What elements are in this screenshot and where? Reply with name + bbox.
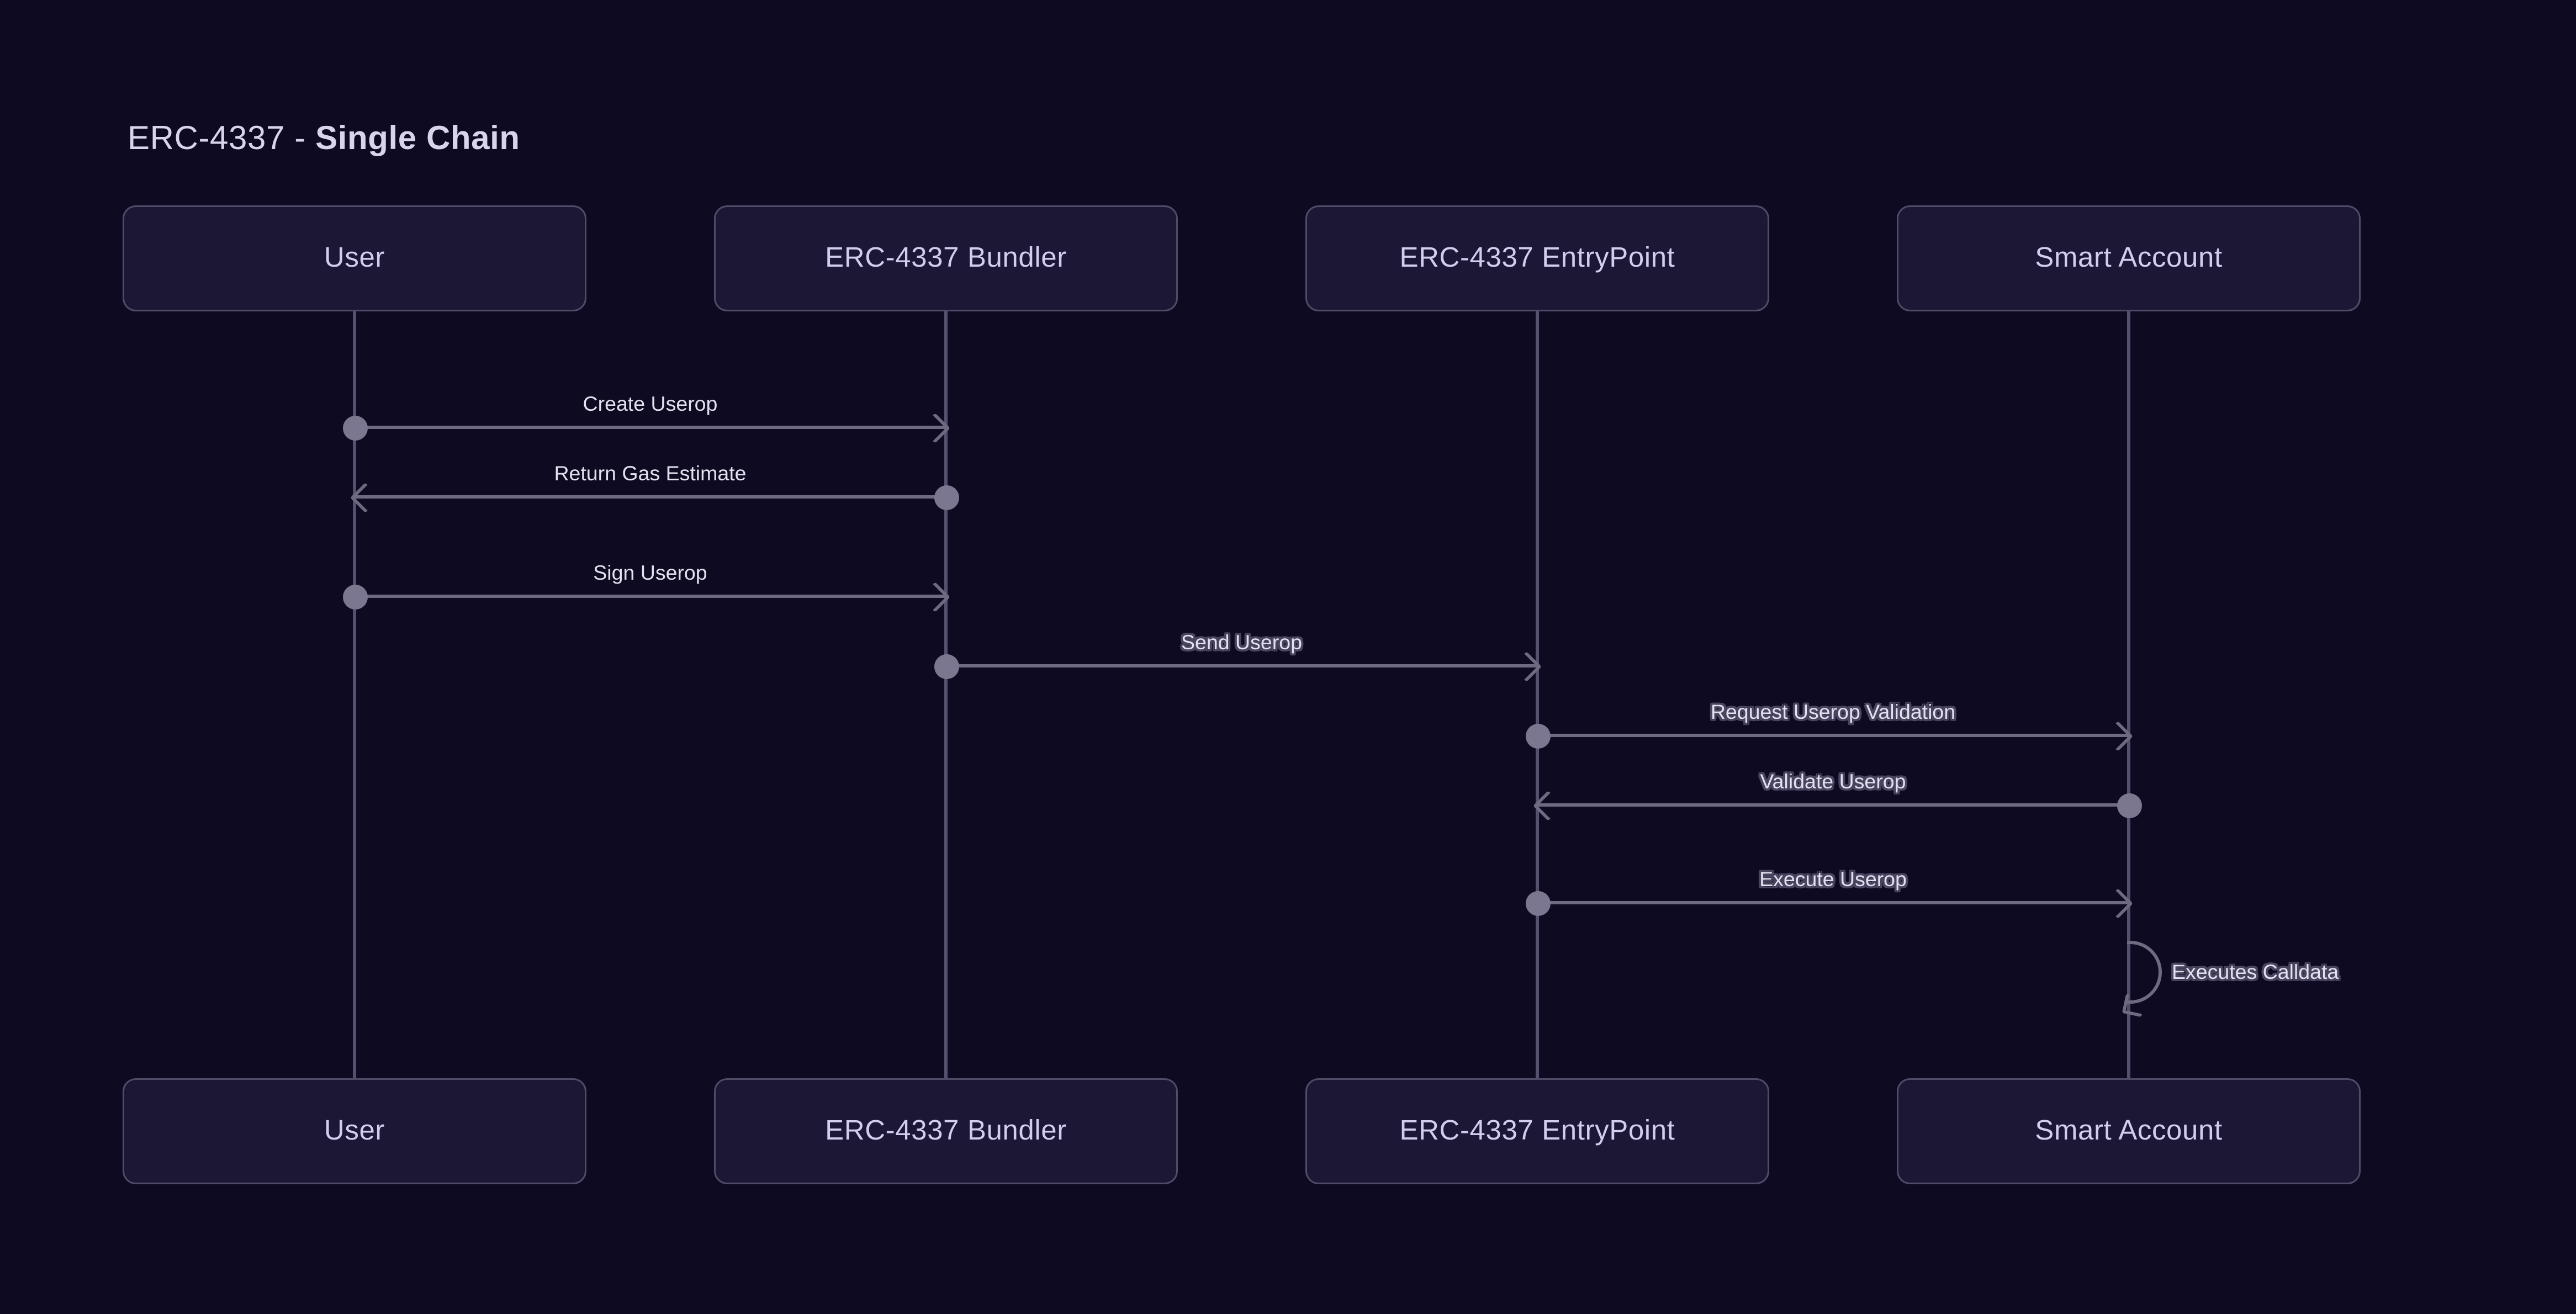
origin-dot-icon: [933, 484, 959, 510]
participant-box-entrypoint-top: ERC-4337 EntryPoint: [1305, 205, 1769, 311]
participant-box-smart-account-bottom: Smart Account: [1897, 1078, 2361, 1184]
arrow-line: [1537, 734, 2129, 737]
origin-dot-icon: [342, 415, 367, 440]
arrow-line: [355, 495, 946, 499]
participant-label: Smart Account: [2035, 242, 2223, 273]
message-label: Create Userop: [583, 393, 718, 416]
message-label: Execute Userop: [1759, 868, 1907, 891]
lifeline-bundler: [944, 311, 948, 1078]
arrow-line: [355, 426, 946, 429]
participant-box-entrypoint-bottom: ERC-4337 EntryPoint: [1305, 1078, 1769, 1184]
participant-box-user-top: User: [123, 205, 586, 311]
participant-label: ERC-4337 Bundler: [825, 1115, 1067, 1146]
diagram-title: ERC-4337 - Single Chain: [128, 121, 520, 159]
arrow-line: [1537, 901, 2129, 904]
lifeline-smart-account: [2127, 311, 2130, 1078]
message-label: Return Gas Estimate: [554, 462, 747, 485]
participant-box-bundler-bottom: ERC-4337 Bundler: [714, 1078, 1178, 1184]
arrowhead-left-icon: [2122, 993, 2146, 1018]
participant-label: User: [324, 242, 385, 273]
participant-box-user-bottom: User: [123, 1078, 586, 1184]
participant-label: ERC-4337 Bundler: [825, 242, 1067, 273]
origin-dot-icon: [1525, 890, 1550, 915]
participant-label: ERC-4337 EntryPoint: [1399, 1115, 1675, 1146]
participant-label: User: [324, 1115, 385, 1146]
diagram-title-emphasis: Single Chain: [315, 121, 520, 157]
message-label: Send Userop: [1181, 631, 1302, 654]
origin-dot-icon: [1525, 723, 1550, 748]
participant-box-bundler-top: ERC-4337 Bundler: [714, 205, 1178, 311]
arrow-line: [355, 595, 946, 598]
self-loop-arc: [2127, 941, 2162, 1004]
origin-dot-icon: [933, 653, 959, 679]
arrow-line: [1537, 803, 2129, 807]
lifeline-user: [353, 311, 356, 1078]
message-label: Executes Calldata: [2172, 961, 2339, 984]
message-label: Sign Userop: [593, 561, 707, 585]
participant-label: ERC-4337 EntryPoint: [1399, 242, 1675, 273]
diagram-title-prefix: ERC-4337 -: [128, 121, 316, 157]
message-label: Validate Userop: [1760, 770, 1906, 793]
arrow-line: [946, 664, 1537, 667]
origin-dot-icon: [2116, 792, 2141, 818]
message-label: Request Userop Validation: [1710, 701, 1956, 724]
lifeline-entrypoint: [1536, 311, 1539, 1078]
origin-dot-icon: [342, 584, 367, 609]
participant-label: Smart Account: [2035, 1115, 2223, 1146]
participant-box-smart-account-top: Smart Account: [1897, 205, 2361, 311]
